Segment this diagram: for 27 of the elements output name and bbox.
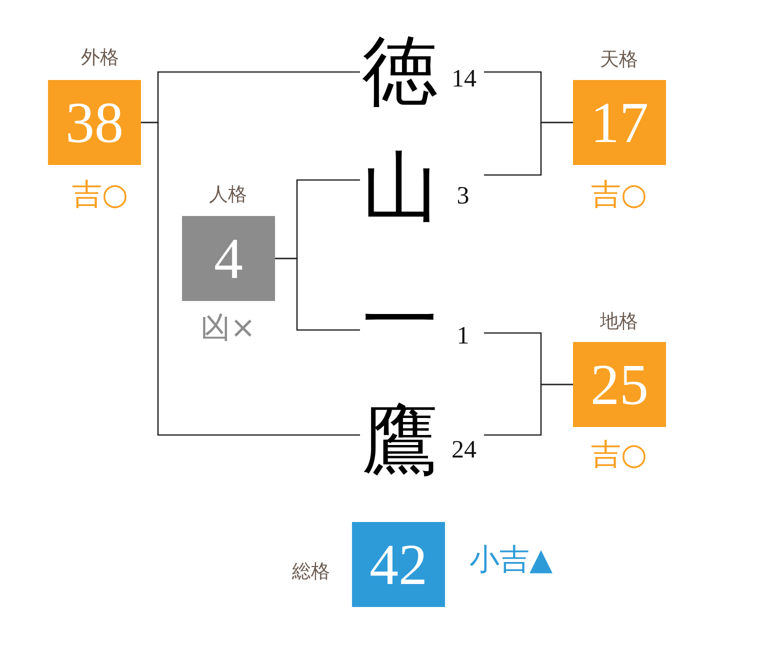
bracket-line bbox=[275, 258, 360, 331]
name-character: 鷹 bbox=[362, 404, 438, 480]
fortune-rating: 吉○ bbox=[590, 178, 648, 212]
stroke-count: 3 bbox=[456, 184, 470, 208]
category-label: 総格 bbox=[292, 562, 330, 582]
stroke-count: 1 bbox=[456, 324, 470, 348]
fortune-rating: 小吉▲ bbox=[469, 544, 553, 576]
fortune-rating: 吉○ bbox=[72, 178, 128, 212]
name-character: 徳 bbox=[362, 34, 438, 110]
score-tile: 25 bbox=[573, 342, 666, 427]
category-label: 天格 bbox=[600, 50, 638, 70]
score-tile: 4 bbox=[182, 216, 275, 301]
fortune-rating: 凶× bbox=[200, 312, 256, 344]
fortune-rating: 吉○ bbox=[590, 438, 648, 472]
bracket-line bbox=[484, 122, 573, 176]
stroke-count: 24 bbox=[452, 438, 476, 462]
name-character: 山 bbox=[362, 150, 438, 226]
score-tile: 17 bbox=[573, 80, 666, 165]
category-label: 外格 bbox=[81, 48, 119, 68]
name-character: 一 bbox=[362, 283, 438, 359]
category-label: 人格 bbox=[209, 184, 247, 206]
score-tile: 42 bbox=[352, 522, 445, 607]
category-label: 地格 bbox=[600, 312, 638, 332]
bracket-line bbox=[141, 122, 360, 436]
bracket-line bbox=[484, 384, 573, 436]
stroke-count: 14 bbox=[452, 66, 476, 92]
score-tile: 38 bbox=[48, 80, 141, 165]
